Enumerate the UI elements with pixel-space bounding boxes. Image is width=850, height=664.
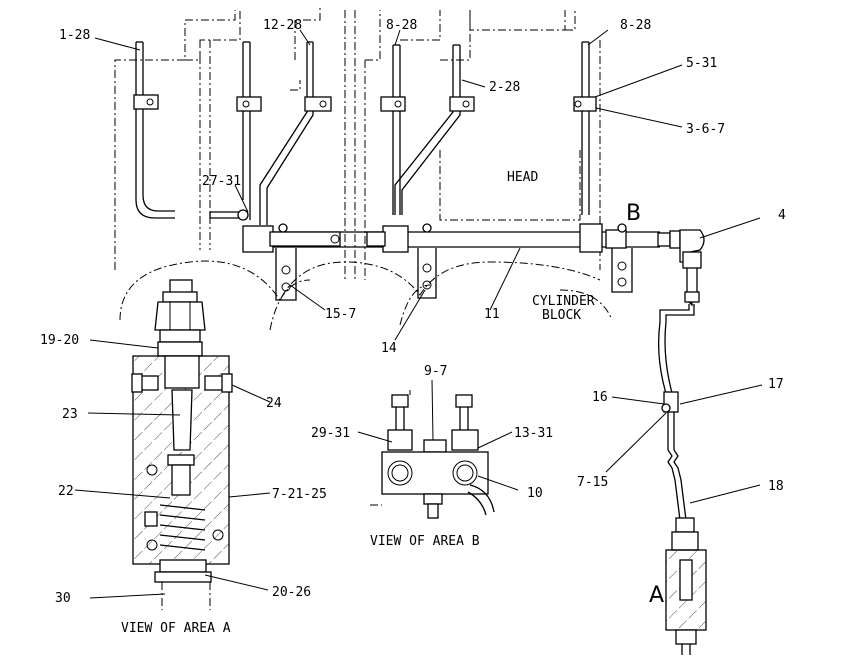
label-5-31: 5-31 xyxy=(686,56,717,71)
label-area-a: A xyxy=(649,583,664,608)
label-24: 24 xyxy=(266,396,282,411)
label-27-31: 27-31 xyxy=(202,174,241,189)
label-2-28: 2-28 xyxy=(489,80,520,95)
label-1-28: 1-28 xyxy=(59,28,90,43)
view-area-a xyxy=(131,279,233,610)
label-13-31: 13-31 xyxy=(514,426,553,441)
view-area-b xyxy=(370,394,495,519)
label-head: HEAD xyxy=(507,170,538,185)
label-8-28-right: 8-28 xyxy=(620,18,651,33)
label-19-20: 19-20 xyxy=(40,333,79,348)
label-17: 17 xyxy=(768,377,784,392)
label-16: 16 xyxy=(592,390,608,405)
label-cylinder: CYLINDER xyxy=(532,294,595,309)
label-view-area-a: VIEW OF AREA A xyxy=(121,621,231,636)
label-14: 14 xyxy=(381,341,397,356)
label-4: 4 xyxy=(778,208,786,223)
label-area-b: B xyxy=(626,201,641,226)
label-view-area-b: VIEW OF AREA B xyxy=(370,534,480,549)
label-15-7: 15-7 xyxy=(325,307,356,322)
label-20-26: 20-26 xyxy=(272,585,311,600)
label-8-28-center: 8-28 xyxy=(386,18,417,33)
label-7-15: 7-15 xyxy=(577,475,608,490)
label-10: 10 xyxy=(527,486,543,501)
label-12-28: 12-28 xyxy=(263,18,302,33)
fuel-lines xyxy=(133,41,597,225)
callout-labels: 1-28 12-28 8-28 8-28 2-28 5-31 3-6-7 27-… xyxy=(40,18,786,636)
label-18: 18 xyxy=(768,479,784,494)
engine-outline xyxy=(114,8,613,395)
leader-lines xyxy=(74,29,763,599)
label-23: 23 xyxy=(62,407,78,422)
label-block: BLOCK xyxy=(542,308,581,323)
label-22: 22 xyxy=(58,484,74,499)
label-7-21-25: 7-21-25 xyxy=(272,487,327,502)
manifold-tube xyxy=(242,223,705,307)
label-11: 11 xyxy=(484,307,500,322)
label-9-7: 9-7 xyxy=(424,364,447,379)
label-3-6-7: 3-6-7 xyxy=(686,122,725,137)
label-29-31: 29-31 xyxy=(311,426,350,441)
supply-line xyxy=(658,304,707,655)
label-30: 30 xyxy=(55,591,71,606)
